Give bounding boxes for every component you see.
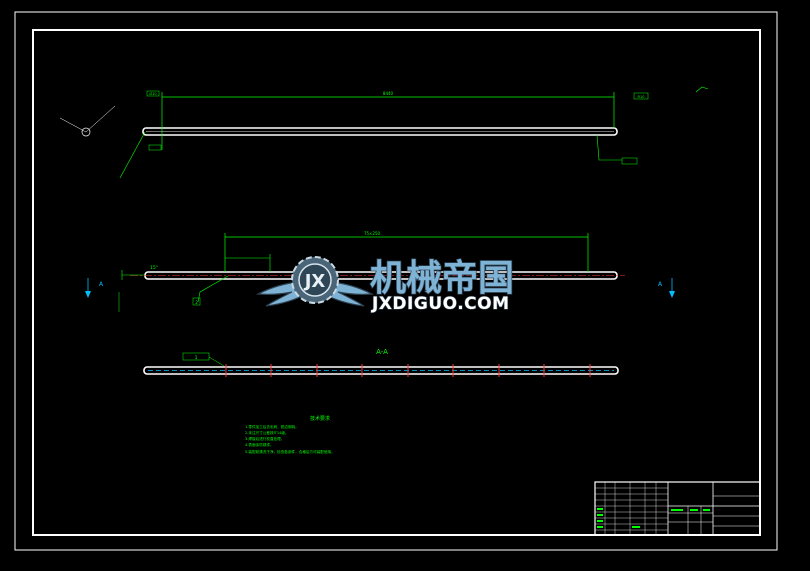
technical-notes: 技术要求 1.零件加工后去毛刺，锐边倒钝。 2.未注尺寸公差按IT14级。 3.… — [245, 415, 335, 454]
title-block-outer — [594, 481, 761, 536]
top-leader-right — [596, 134, 622, 161]
detail-line-2 — [85, 105, 116, 133]
watermark-logo: JX 机械帝国 JXDIGUO.COM — [255, 256, 515, 315]
top-tag-right — [633, 92, 649, 100]
section-marker-left: A — [99, 281, 104, 288]
top-shaft — [142, 127, 618, 136]
angle-text: 15° — [150, 265, 158, 271]
roughness-mark — [695, 86, 709, 93]
front-leader — [197, 275, 229, 303]
top-tag-left-text: Ø10 — [149, 91, 156, 96]
front-dim-text: 75×250 — [364, 231, 381, 236]
detail-line-1 — [59, 117, 87, 133]
section-marker-left-arrow — [85, 291, 91, 298]
watermark-gear-inner — [298, 263, 332, 297]
section-callout-text: 1 — [195, 355, 198, 361]
section-leader — [208, 356, 225, 367]
watermark-emblem-text: JX — [303, 271, 326, 292]
top-leader-tag — [621, 157, 638, 165]
title-block-grid — [595, 482, 668, 535]
section-ticks — [225, 364, 591, 377]
notes-line-3: 3.焊接后进行校直处理。 — [245, 436, 284, 441]
top-view: 8440 Ø10 R10 — [59, 86, 709, 179]
front-callout-box — [192, 297, 201, 306]
section-view: A-A 1 — [143, 348, 619, 377]
title-block-text-marks — [597, 508, 710, 528]
notes-line-2: 2.未注尺寸公差按IT14级。 — [245, 430, 289, 435]
notes-title: 技术要求 — [310, 415, 330, 422]
title-block — [594, 481, 761, 536]
notes-line-5: 5.装配前清洗干净，检查各部件，合格后方可装配使用。 — [245, 449, 335, 454]
section-marker-right-arrow — [669, 291, 675, 298]
notes-line-4: 4.表面涂防锈漆。 — [245, 442, 274, 447]
top-dim-text: 8440 — [383, 91, 394, 96]
detail-symbol — [81, 127, 91, 137]
top-tag-bottom — [148, 144, 162, 151]
section-title: A-A — [376, 348, 388, 356]
sheet-outer-border — [14, 11, 778, 551]
top-tag-right-text: R10 — [638, 95, 645, 99]
front-callout-text: 2 — [195, 300, 198, 305]
watermark-cn-text: 机械帝国 — [370, 258, 514, 299]
notes-line-1: 1.零件加工后去毛刺，锐边倒钝。 — [245, 424, 299, 429]
section-marker-right: A — [658, 281, 663, 288]
top-leader-left — [119, 131, 146, 179]
section-callout-box — [182, 352, 210, 361]
front-view: 75×250 15° 2 A A — [85, 231, 675, 312]
section-shaft — [143, 366, 619, 375]
top-tag-left — [146, 90, 160, 97]
sheet-inner-frame — [32, 29, 761, 536]
watermark-en-text: JXDIGUO.COM — [371, 294, 510, 314]
